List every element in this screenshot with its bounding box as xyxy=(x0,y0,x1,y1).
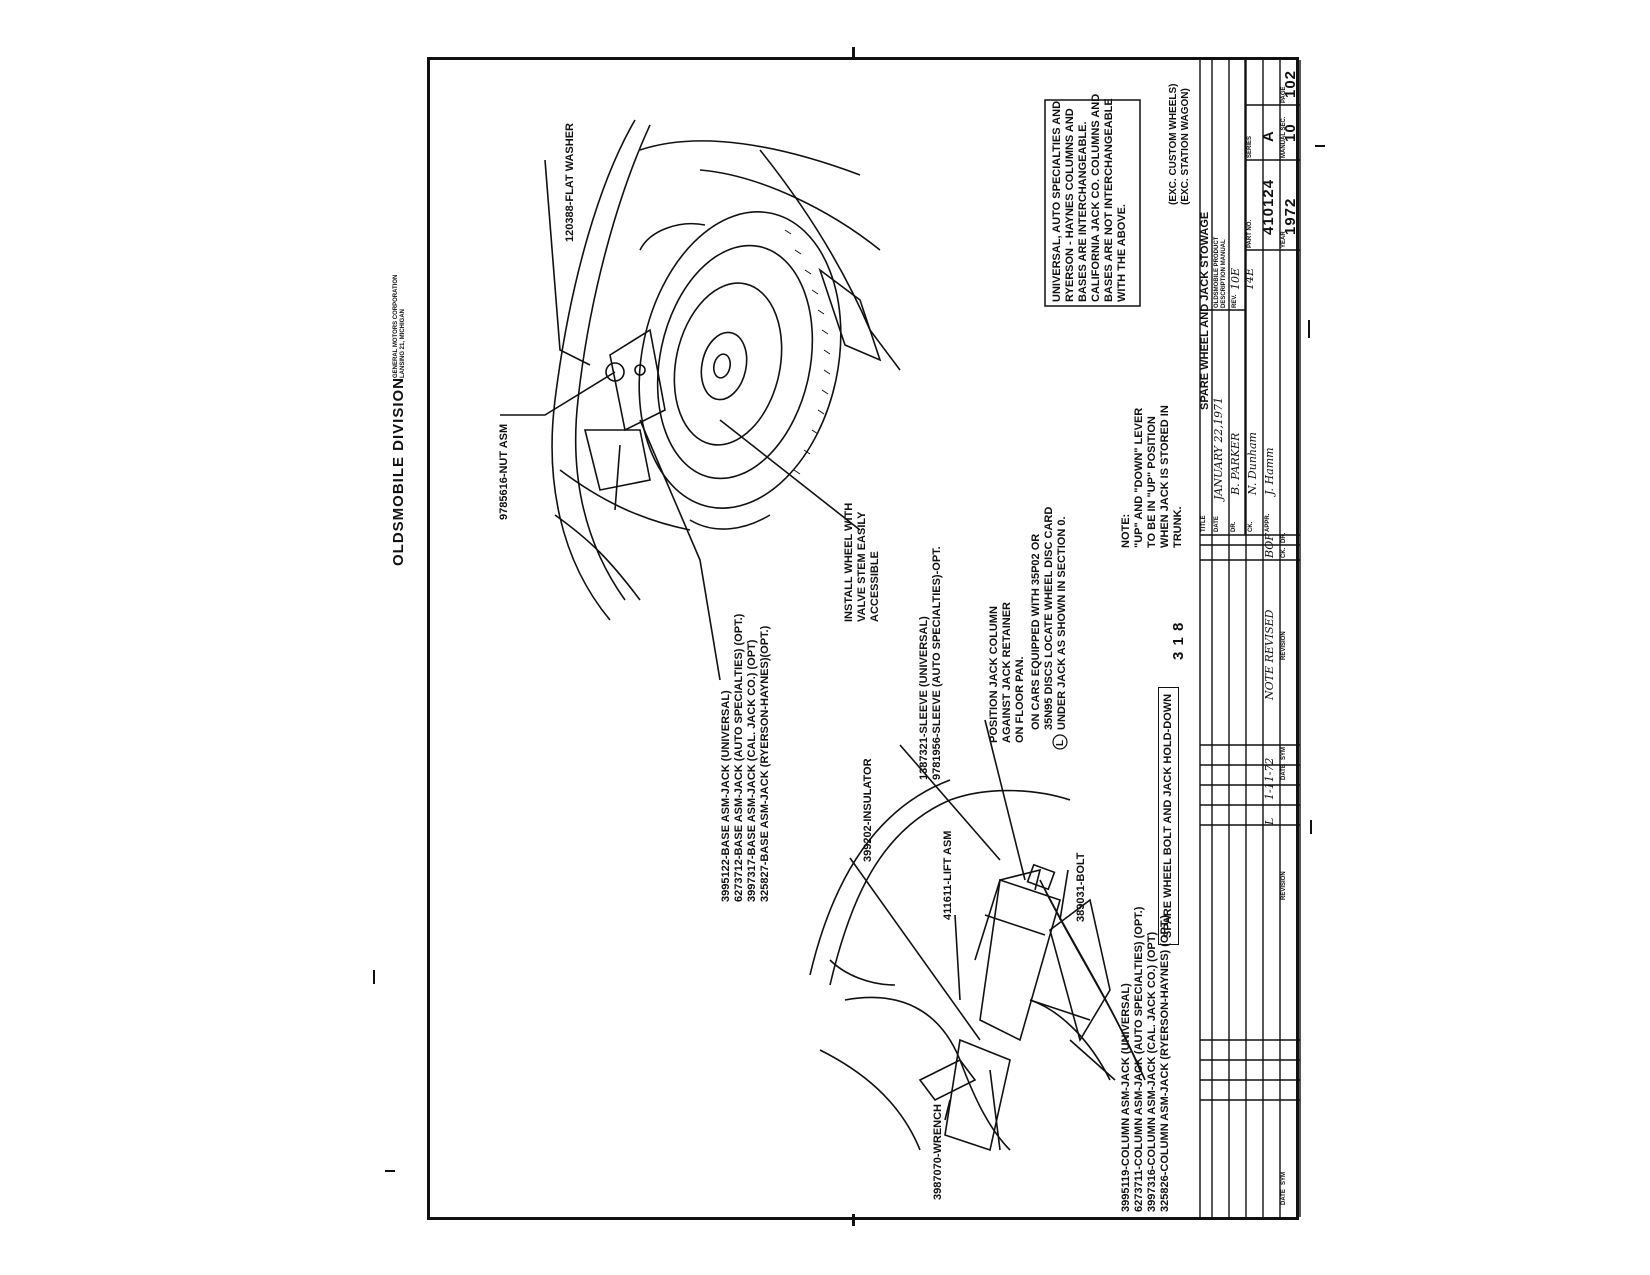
jack-base xyxy=(944,1038,1011,1152)
hold-down-plate xyxy=(609,328,666,432)
callout-base-asm: 3995122-BASE ASM-JACK (UNIVERSAL) 627371… xyxy=(720,613,771,902)
callout-column-asm: 3995119-COLUMN ASM-JACK (UNIVERSAL) 6273… xyxy=(1120,906,1171,1212)
series-label: SERIES xyxy=(1247,135,1253,158)
universal-box-border xyxy=(1044,99,1141,307)
callout-wrench: 3987070-WRENCH xyxy=(932,1104,944,1200)
revision-label-lower: REVISION xyxy=(1281,871,1287,900)
trunk-contour xyxy=(551,119,636,621)
registration-tick xyxy=(1310,820,1312,834)
year-value: 1972 xyxy=(1282,197,1299,235)
title-label: TITLE xyxy=(1201,515,1207,532)
revision-entry-dr: BOF xyxy=(1263,533,1276,558)
leader-bolt xyxy=(1059,869,1069,921)
part-number: 410124 xyxy=(1260,178,1277,235)
rev-label: REV. xyxy=(1232,294,1238,308)
drawing-title: SPARE WHEEL AND JACK STOWAGE xyxy=(1199,211,1211,410)
page-number: 102 xyxy=(1282,69,1299,98)
nut-asm xyxy=(605,362,625,382)
leader-wrench xyxy=(944,1099,951,1121)
callout-nut-asm: 9785616-NUT ASM xyxy=(498,423,510,520)
leader-install-wheel xyxy=(719,419,861,531)
leader-sleeve xyxy=(899,744,1001,861)
callout-cars-equipped: ON CARS EQUIPPED WITH 35P02 OR 35N95 DIS… xyxy=(1030,506,1068,730)
callout-sleeve: 1387321-SLEEVE (UNIVERSAL) 9781956-SLEEV… xyxy=(918,546,943,780)
jack-column xyxy=(979,878,1061,1042)
leader-base-asm xyxy=(639,419,721,681)
page-reference: 3 1 8 xyxy=(1170,621,1187,660)
note-block: NOTE: "UP" AND "DOWN" LEVER TO BE IN "UP… xyxy=(1120,405,1184,548)
revision-sym-label-lower: SYM xyxy=(1281,1171,1287,1185)
callout-bolt: 389031-BOLT xyxy=(1075,852,1087,923)
trunk-bracket xyxy=(818,267,882,362)
title-block-grid xyxy=(1199,60,1301,1217)
callout-lift-asm: 411611-LIFT ASM xyxy=(942,830,954,920)
drawing-frame xyxy=(427,57,1299,1220)
callout-install-wheel: INSTALL WHEEL WITH VALVE STEM EASILY ACC… xyxy=(843,502,881,622)
leader-flat-washer xyxy=(544,159,591,366)
rev-value-1: 10E xyxy=(1229,267,1242,290)
series-value: A xyxy=(1260,130,1277,142)
date-label: DATE xyxy=(1214,516,1220,532)
wrench xyxy=(918,1058,977,1102)
drawing-date: JANUARY 22,1971 xyxy=(1212,396,1225,500)
corporation-lines: GENERAL MOTORS CORPORATION LANSING 21, M… xyxy=(393,274,406,378)
product-label: OLDSMOBILE PRODUCT DESCRIPTION MANUAL xyxy=(1214,236,1227,308)
revision-date-label-lower: DATE xyxy=(1281,1189,1287,1205)
tire-tread xyxy=(784,229,831,475)
leader-nut-asm xyxy=(500,371,616,416)
registration-tick xyxy=(1308,320,1310,338)
callout-flat-washer: 120388-FLAT WASHER xyxy=(564,123,576,242)
ck-label: CK. xyxy=(1248,521,1254,532)
rev-value-2: 14E xyxy=(1243,267,1256,290)
trunk-lid-edge xyxy=(639,140,861,176)
circle-l-marker xyxy=(1052,734,1068,750)
registration-tick xyxy=(852,47,855,59)
exclusions: (EXC. CUSTOM WHEELS) (EXC. STATION WAGON… xyxy=(1168,83,1191,205)
callout-position-jack: POSITION JACK COLUMN AGAINST JACK RETAIN… xyxy=(988,602,1026,743)
revision-ck-label: CK. xyxy=(1281,547,1287,558)
part-no-label: PART NO. xyxy=(1247,219,1253,248)
revision-entry-sym: L xyxy=(1263,817,1276,825)
trunk-contour-lower xyxy=(829,789,1071,986)
drawn-by: B. PARKER xyxy=(1229,432,1242,495)
revision-label: REVISION xyxy=(1281,631,1287,660)
leader-column-asm xyxy=(1069,1039,1116,1081)
revision-dr-label: DR. xyxy=(1281,532,1287,543)
registration-tick xyxy=(385,1170,395,1172)
appr-label: APPR. xyxy=(1265,513,1271,532)
jack-sleeve xyxy=(1026,863,1056,891)
spare-bolt-holddown-box: SPARE WHEEL BOLT AND JACK HOLD-DOWN xyxy=(1158,686,1179,945)
revision-sym-label: SYM xyxy=(1281,746,1287,760)
leader-lift-asm xyxy=(954,914,961,1001)
leader-insulator xyxy=(849,857,981,1041)
registration-tick xyxy=(852,1214,855,1226)
interchangeability-note: UNIVERSAL, AUTO SPECIALTIES AND RYERSON … xyxy=(1051,93,1128,302)
spare-tire xyxy=(638,211,842,509)
revision-entry-date: 1-11-72 xyxy=(1263,757,1276,800)
approved-by: J. Hamm xyxy=(1263,447,1276,495)
trunk-contour-inner xyxy=(574,124,651,601)
callout-insulator: 399202-INSULATOR xyxy=(862,758,874,862)
wheel-rim xyxy=(673,282,783,446)
registration-tick xyxy=(1315,145,1325,147)
flat-washer xyxy=(634,364,646,376)
dr-label: DR. xyxy=(1231,521,1237,532)
manual-sec-value: 10 xyxy=(1282,123,1299,142)
revision-entry-text: NOTE REVISED xyxy=(1263,609,1276,701)
jack-lift xyxy=(974,868,1042,961)
revision-date-label: DATE xyxy=(1281,764,1287,780)
registration-tick xyxy=(373,970,375,984)
circle-l-label: L xyxy=(1055,739,1066,746)
leader-position-jack xyxy=(984,719,1026,881)
division-title: OLDSMOBILE DIVISION xyxy=(390,376,407,566)
checked-by: N. Dunham xyxy=(1246,432,1259,495)
wheel-hub xyxy=(700,331,748,401)
